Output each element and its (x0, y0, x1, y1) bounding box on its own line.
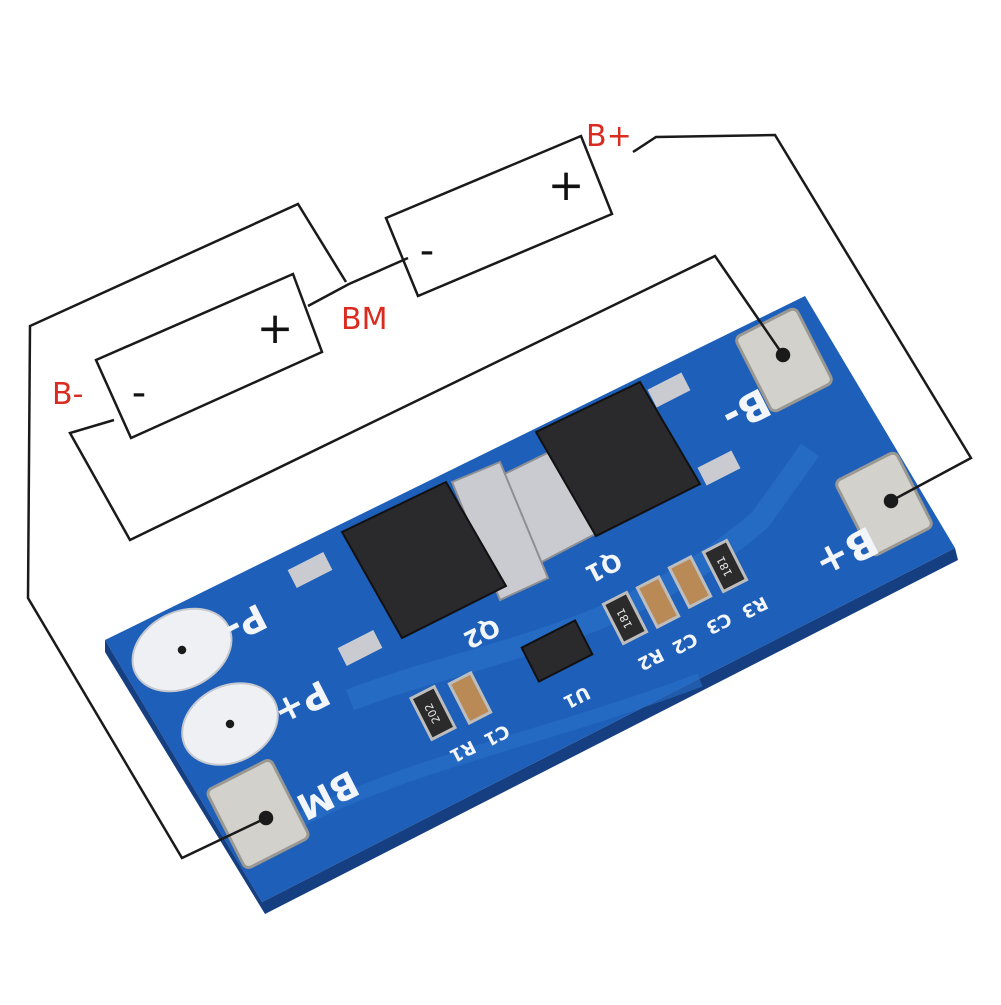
cell-1-positive-sign: + (257, 303, 294, 354)
cell-2-positive-sign: + (548, 160, 585, 211)
label-b-plus: B+ (586, 119, 632, 154)
q1-lead (647, 372, 691, 408)
cell-1-negative-sign: - (132, 370, 146, 416)
wiring (26, 133, 973, 860)
capacitor-c3 (667, 554, 713, 610)
q1-body (534, 380, 702, 538)
passive-components: 202 181 181 (408, 538, 749, 742)
wire-bm-junction (307, 256, 409, 308)
cell-2-outline (384, 134, 614, 298)
capacitor-c2 (635, 574, 681, 630)
resistor-r2 (601, 590, 649, 646)
wire-bm-pad (26, 202, 348, 860)
wire-terminal-b-plus (883, 493, 899, 509)
cell-1-outline (94, 272, 324, 440)
wire-terminal-b-minus (775, 347, 791, 363)
label-bm: BM (341, 302, 387, 337)
protection-board: 202 181 181 B- B+ P- P+ BM Q1 Q2 U1 R1 C… (105, 296, 958, 914)
ic-u1 (520, 619, 594, 683)
wire-terminal-p-plus (225, 719, 235, 729)
pcb-trace (296, 673, 703, 827)
mosfet-q2 (287, 460, 550, 666)
capacitor-c1 (447, 670, 493, 726)
cell-2-negative-sign: - (420, 228, 434, 274)
wire-terminal-p-minus (177, 645, 187, 655)
mosfet-q1 (486, 372, 741, 568)
battery-cell-2: + - (384, 134, 614, 298)
resistor-r3 (701, 538, 749, 594)
q2-lead (337, 630, 383, 666)
pcb-substrate (105, 296, 955, 902)
pad-bm (206, 759, 310, 869)
wire-b-plus (632, 133, 973, 503)
resistor-r1 (408, 684, 458, 742)
q1-lead (697, 450, 741, 486)
q2-lead (287, 552, 333, 588)
wire-b-minus (68, 254, 785, 542)
wire-terminal-bm (258, 810, 274, 826)
diagram-labels: B+ BM B- (52, 119, 632, 412)
q2-body (340, 480, 508, 640)
battery-cell-1: + - (94, 272, 324, 440)
label-b-minus: B- (52, 377, 83, 412)
u1-body (520, 619, 594, 683)
